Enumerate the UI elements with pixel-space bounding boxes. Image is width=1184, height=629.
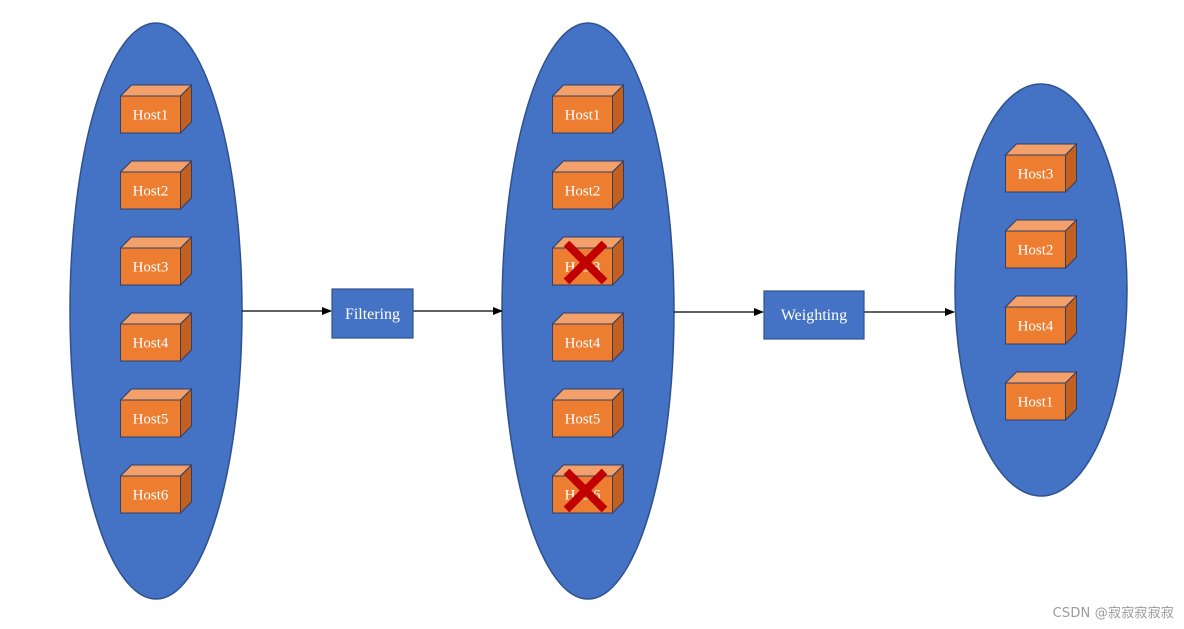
host-label: Host4	[1018, 319, 1054, 335]
excluded-cross-icon	[563, 240, 608, 285]
weighting-label: Weighting	[781, 307, 847, 324]
host-label: Host1	[1018, 395, 1054, 411]
excluded-cross-icon	[563, 468, 608, 513]
host-cube-host1: Host1	[119, 83, 193, 135]
host-cube-host4: Host4	[1004, 294, 1078, 346]
host-label: Host2	[133, 184, 169, 200]
weighting-step: Weighting	[763, 290, 865, 340]
host-cube-host5: Host5	[551, 387, 625, 439]
watermark-text: CSDN @寂寂寂寂寂	[1052, 606, 1174, 621]
host-label: Host3	[133, 260, 169, 276]
host-cube-host3: Host3	[119, 235, 193, 287]
host-cube-host3: Host3	[551, 235, 625, 287]
host-label: Host4	[565, 336, 601, 352]
host-cube-host4: Host4	[119, 311, 193, 363]
host-label: Host4	[133, 336, 169, 352]
host-cube-host6: Host6	[119, 463, 193, 515]
host-cube-host2: Host2	[1004, 218, 1078, 270]
hosts-layer: Host1Host2Host3Host4Host5Host6Host1Host2…	[119, 83, 1078, 515]
host-cube-host4: Host4	[551, 311, 625, 363]
filtering-step: Filtering	[331, 288, 414, 339]
host-label: Host6	[133, 488, 169, 504]
host-cube-host1: Host1	[551, 83, 625, 135]
host-label: Host2	[1018, 243, 1054, 259]
host-cube-host6: Host6	[551, 463, 625, 515]
host-cube-host2: Host2	[551, 159, 625, 211]
host-cube-host2: Host2	[119, 159, 193, 211]
host-cube-host1: Host1	[1004, 370, 1078, 422]
filtering-label: Filtering	[345, 306, 400, 323]
host-label: Host3	[1018, 167, 1054, 183]
host-label: Host2	[565, 184, 601, 200]
host-label: Host5	[565, 412, 601, 428]
host-pool-weighted	[954, 83, 1128, 497]
host-cube-host5: Host5	[119, 387, 193, 439]
host-label: Host1	[133, 108, 169, 124]
host-label: Host1	[565, 108, 601, 124]
host-label: Host5	[133, 412, 169, 428]
host-cube-host3: Host3	[1004, 142, 1078, 194]
